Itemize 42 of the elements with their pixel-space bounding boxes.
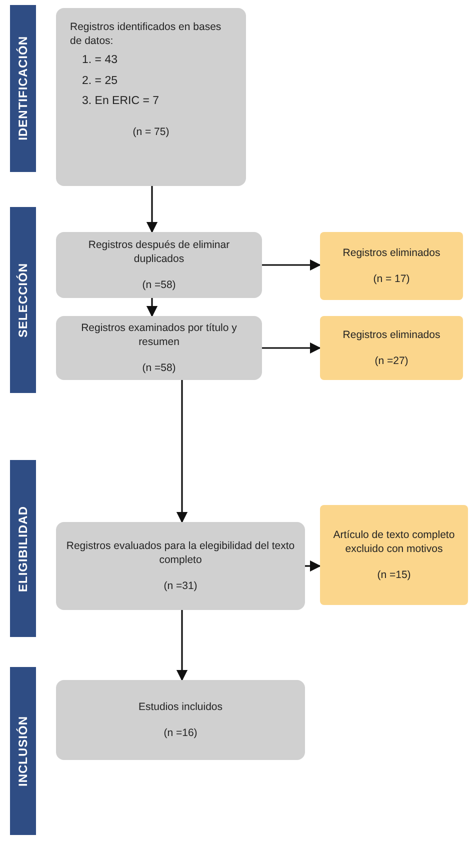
box-text: (n =15): [377, 568, 411, 582]
arrow: [262, 259, 322, 271]
process-box: [56, 680, 305, 760]
stage-label: SELECCIÓN: [16, 262, 30, 338]
stage-band: [10, 460, 36, 637]
arrow: [176, 380, 188, 524]
excluded-box: [320, 316, 463, 380]
box-text: (n =27): [374, 354, 408, 368]
process-box: [56, 316, 262, 380]
stage-label: ELIGIBILIDAD: [16, 506, 30, 592]
box-text: Registros eliminados: [342, 328, 440, 342]
process-box: [56, 522, 305, 610]
box-text: 3. En ERIC = 7: [81, 94, 160, 110]
arrow: [305, 560, 322, 572]
stage-label: IDENTIFICACIÓN: [16, 36, 30, 141]
box-text: (n = 17): [373, 272, 410, 286]
process-box: [56, 232, 262, 298]
arrow: [262, 342, 322, 354]
box-text: (n =58): [142, 278, 176, 292]
arrow: [146, 186, 158, 234]
box-text: Artículo de texto completo excluido con motivos: [332, 528, 456, 556]
box-text: Registros examinados por título y resumen: [80, 320, 238, 350]
stage-band: [10, 5, 36, 172]
excluded-box: [320, 505, 468, 605]
process-box: [56, 8, 246, 186]
excluded-box: [320, 232, 463, 300]
box-text: (n =31): [164, 579, 198, 594]
arrow: [146, 298, 158, 318]
arrow: [176, 610, 188, 682]
box-text: (n =16): [164, 726, 198, 740]
box-text: Registros después de eliminar duplicados: [87, 238, 231, 266]
box-text: Registros evaluados para la elegibilidad del texto completo: [65, 538, 296, 568]
stage-band: [10, 667, 36, 835]
stage-label: INCLUSIÓN: [16, 716, 30, 786]
box-text: Estudios incluidos: [138, 700, 223, 714]
box-text: 1. = 43: [81, 53, 118, 68]
box-text: Registros identificados en bases de datos:: [70, 20, 222, 48]
box-text: (n = 75): [132, 124, 170, 140]
box-text: Registros eliminados: [342, 246, 440, 260]
box-text: 2. = 25: [81, 74, 118, 89]
box-text: (n =58): [142, 361, 176, 376]
stage-band: [10, 207, 36, 393]
